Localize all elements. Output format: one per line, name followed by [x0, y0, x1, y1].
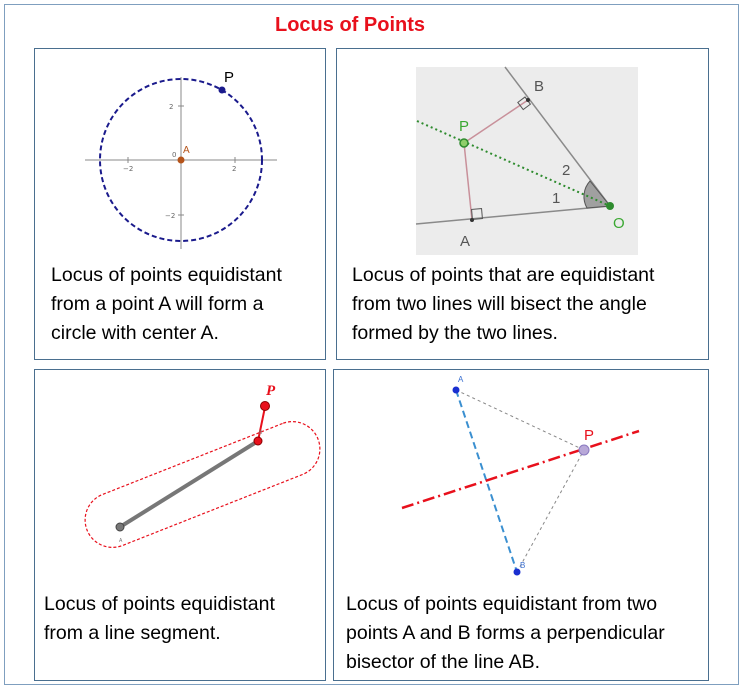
point-b [526, 98, 530, 102]
point-a [470, 218, 474, 222]
label-a: A [119, 538, 123, 544]
caption-line: Locus of points equidistant [44, 593, 275, 615]
perpendicular-bisector [401, 429, 640, 510]
circle-locus-diagram: −2 2 2 −2 0 A P [85, 69, 277, 249]
locus-capsule [84, 421, 321, 548]
label-p: P [266, 383, 276, 399]
segment-locus-diagram: A B P [84, 383, 321, 548]
label-p: P [584, 427, 594, 444]
point-p [578, 444, 590, 456]
label-b: B [520, 561, 525, 570]
tick-label-y-neg: −2 [165, 212, 175, 220]
radius-arrow [257, 406, 266, 442]
panel-bisector-locus: A B P Locus of points equidistant from t… [333, 369, 709, 681]
label-a: A [460, 233, 470, 250]
caption-segment: Locus of points equidistant from a line … [44, 590, 275, 648]
bisector-line [416, 120, 611, 207]
line-pa [455, 389, 585, 451]
tick-label-origin: 0 [172, 151, 176, 159]
caption-point: Locus of points equidistant from a point… [51, 261, 282, 348]
caption-line: circle with center A. [51, 322, 219, 344]
label-p: P [459, 118, 469, 135]
panel-segment-locus: A B P Locus of points equidistant from a… [34, 369, 326, 681]
line-segment-ab [118, 439, 260, 529]
angle-arc [583, 180, 611, 209]
caption-line: bisector of the line AB. [346, 651, 541, 673]
caption-line: from two lines will bisect the angle [352, 293, 647, 315]
label-o: O [613, 215, 625, 232]
point-a [452, 386, 460, 394]
page-title: Locus of Points [275, 14, 425, 36]
caption-bisector: Locus of points equidistant from two poi… [346, 590, 665, 677]
caption-line: points A and B forms a perpendicular [346, 622, 665, 644]
point-b [513, 568, 521, 576]
caption-line: formed by the two lines. [352, 322, 558, 344]
panel-angle-locus: B P A O 2 1 Locus of points that are equ… [336, 48, 709, 360]
caption-line: Locus of points that are equidistant [352, 264, 655, 286]
label-angle-1: 1 [552, 190, 560, 207]
label-b: B [259, 430, 263, 436]
label-angle-2: 2 [562, 162, 570, 179]
point-a [177, 156, 185, 164]
label-a: A [183, 145, 190, 156]
segment-ab [455, 389, 518, 573]
caption-line: Locus of points equidistant from two [346, 593, 658, 615]
caption-line: Locus of points equidistant [51, 264, 282, 286]
point-a [115, 522, 125, 532]
point-p [459, 138, 469, 148]
tick-label-x-pos: 2 [232, 165, 236, 173]
perpendicular-pb [463, 99, 529, 144]
label-a: A [458, 375, 464, 384]
line-pb [516, 449, 585, 573]
point-b [253, 436, 263, 446]
right-angle-a [471, 208, 483, 220]
perpendicular-pa [463, 142, 473, 221]
point-o [606, 202, 614, 210]
caption-angle: Locus of points that are equidistant fro… [352, 261, 654, 348]
caption-line: from a line segment. [44, 622, 221, 644]
line-oa [415, 205, 611, 225]
point-p [260, 401, 270, 411]
page-frame [4, 4, 739, 685]
angle-bisector-diagram: B P A O 2 1 [415, 66, 638, 255]
point-p [218, 86, 226, 94]
tick-label-y-pos: 2 [169, 103, 173, 111]
label-b: B [534, 78, 544, 95]
perpendicular-bisector-diagram: A B P [401, 375, 640, 576]
tick-label-x-neg: −2 [123, 165, 133, 173]
label-p: P [224, 69, 234, 86]
caption-line: from a point A will form a [51, 293, 264, 315]
panel-point-locus: −2 2 2 −2 0 A P Locus of points equidist… [34, 48, 326, 360]
line-ob [504, 66, 611, 207]
locus-circle [99, 78, 263, 242]
